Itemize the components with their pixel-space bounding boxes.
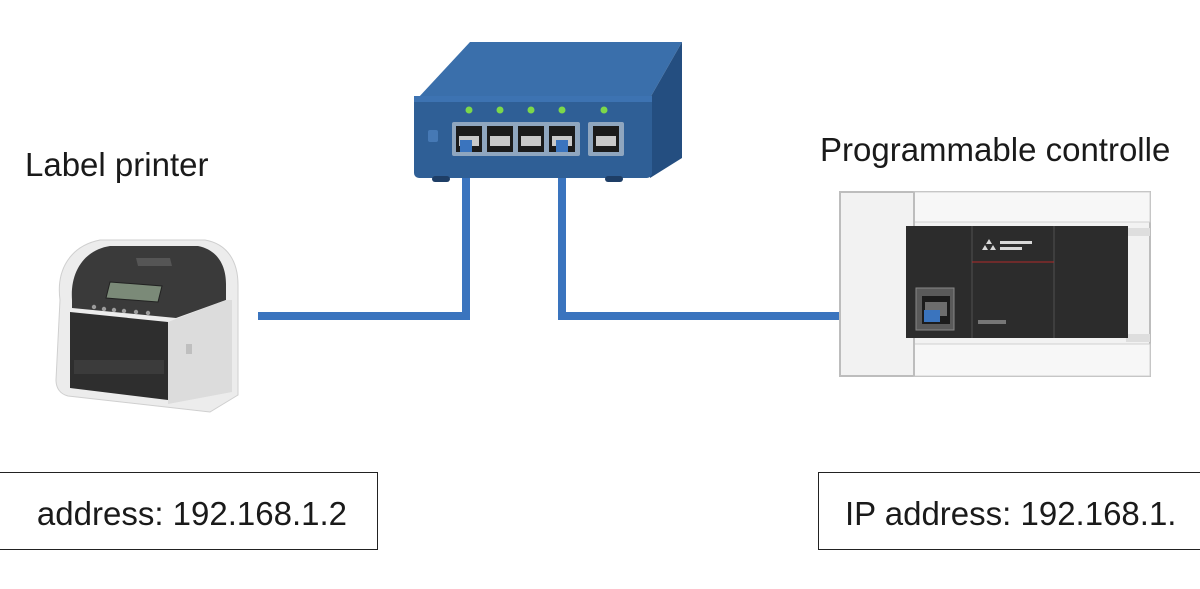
cables [258, 146, 928, 320]
cable-switch-to-plc [558, 146, 928, 320]
plc-ip-address: IP address: 192.168.1. [845, 495, 1177, 532]
switch-ports [452, 122, 624, 156]
printer-ip-box: address: 192.168.1.2 [0, 472, 378, 550]
printer-ip-address: address: 192.168.1.2 [36, 495, 347, 532]
label-printer-icon [55, 239, 239, 413]
switch-leds [465, 106, 608, 114]
cable-printer-to-switch [258, 146, 470, 320]
network-switch-icon [414, 42, 682, 182]
plc-label: Programmable controlle [820, 131, 1171, 168]
plc-icon [839, 191, 1151, 377]
brand-logo [982, 239, 1032, 250]
printer-label: Label printer [25, 146, 209, 183]
plc-ip-box: IP address: 192.168.1. [818, 472, 1200, 550]
